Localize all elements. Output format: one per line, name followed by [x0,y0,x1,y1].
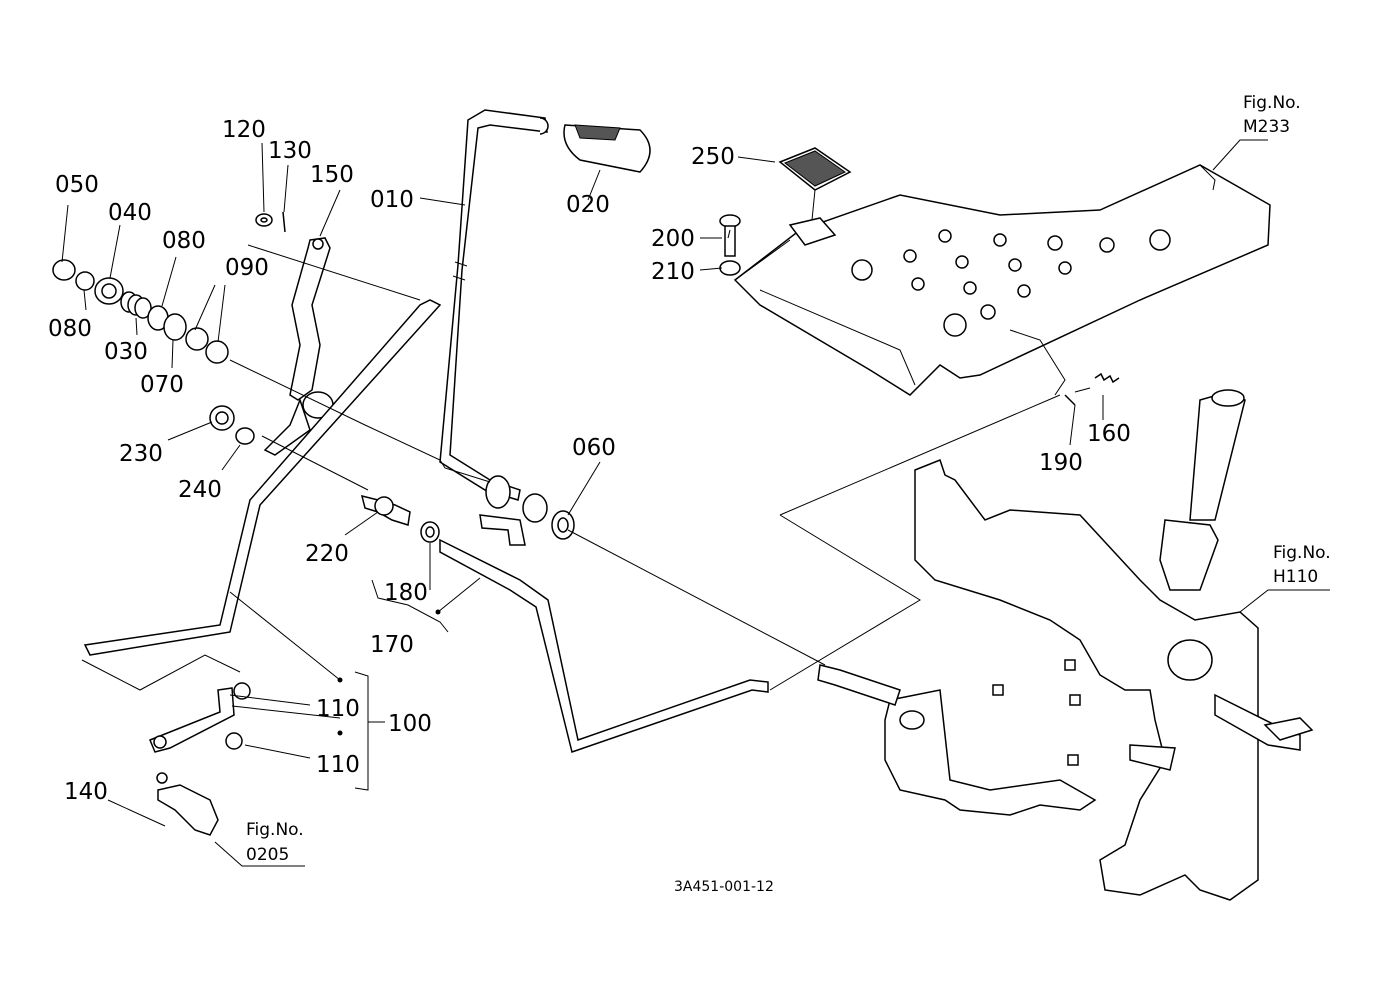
nut-110-top [233,682,251,700]
part-labels: 010 020 030 040 050 060 070 080 080 090 … [48,117,1131,805]
pin-130 [282,211,286,233]
fig-h110-code: H110 [1273,567,1318,587]
label-070: 070 [140,372,184,398]
washers-090 [185,327,229,364]
label-030: 030 [104,339,148,365]
label-170: 170 [370,632,414,658]
label-220: 220 [305,541,349,567]
nut-210 [719,260,741,276]
figure-references: Fig.No. M233 Fig.No. H110 Fig.No. 0205 [246,93,1331,865]
label-130: 130 [268,138,312,164]
washer-080-left [75,271,95,291]
nut-050 [52,259,76,281]
fig-m233-title: Fig.No. [1243,93,1301,113]
label-060: 060 [572,435,616,461]
label-120: 120 [222,117,266,143]
label-090: 090 [225,255,269,281]
fig-m233-code: M233 [1243,117,1290,137]
bracket-140 [156,772,219,836]
label-160: 160 [1087,421,1131,447]
bolt-200 [719,214,741,257]
leader-lines [61,139,1330,867]
nut-180 [420,521,440,543]
spring-160 [1094,372,1120,384]
lever-knob [563,124,651,173]
label-180: 180 [384,580,428,606]
label-190: 190 [1039,450,1083,476]
label-010: 010 [370,187,414,213]
label-140: 140 [64,779,108,805]
label-110-bottom: 110 [316,752,360,778]
label-100: 100 [388,711,432,737]
plate-holes [851,229,1171,337]
label-050: 050 [55,172,99,198]
label-230: 230 [119,441,163,467]
ball-joint-220 [360,494,411,526]
label-110-top: 110 [316,696,360,722]
fig-h110-title: Fig.No. [1273,543,1331,563]
label-020: 020 [566,192,610,218]
washer-060 [551,510,575,540]
drawing-code: 3A451-001-12 [674,879,774,895]
label-210: 210 [651,259,695,285]
nut-110-bottom [225,732,243,750]
rod-long [83,299,442,656]
fig-0205-title: Fig.No. [246,820,304,840]
label-240: 240 [178,477,222,503]
rod-170 [439,538,769,753]
leader-dots [337,609,441,736]
washer-120 [255,213,273,227]
ring-040 [94,277,124,305]
label-150: 150 [310,162,354,188]
pedal-pad [778,147,852,246]
washer-070 [163,313,187,341]
floor-plate [733,164,1271,396]
frame [817,389,1314,901]
link-100 [149,687,235,753]
fig-0205-code: 0205 [246,845,289,865]
spring-030 [120,291,152,319]
pin-190 [1064,394,1076,406]
label-040: 040 [108,200,152,226]
main-lever [439,109,549,546]
label-200: 200 [651,226,695,252]
washer-240 [235,427,255,445]
label-080-right: 080 [162,228,206,254]
label-080-left: 080 [48,316,92,342]
bushing-230 [209,405,235,431]
label-250: 250 [691,144,735,170]
